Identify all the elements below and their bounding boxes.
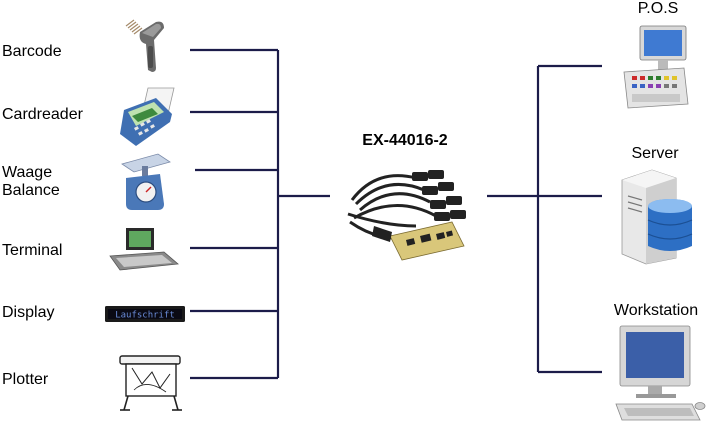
serial-card-icon [347,170,466,261]
terminal-icon [109,228,179,271]
label-plotter: Plotter [2,371,49,388]
label-barcode: Barcode [2,43,62,60]
plotter-icon [119,355,182,411]
label-center-card: EX-44016-2 [362,132,448,149]
barcode-scanner-icon [125,19,164,73]
card-reader-icon [120,87,175,146]
led-display-icon: Laufschrift [105,306,185,322]
workstation-icon [615,325,706,421]
scale-icon [121,153,171,210]
label-terminal: Terminal [2,242,63,259]
pos-terminal-icon [623,25,689,109]
label-cardreader: Cardreader [2,106,83,123]
server-icon [621,169,693,265]
label-scale: Waage Balance [2,164,60,199]
label-pos: P.O.S [637,0,679,17]
label-server: Server [631,145,679,162]
label-workstation: Workstation [613,302,699,319]
led-display-text: Laufschrift [115,311,175,321]
label-display: Display [2,304,55,321]
